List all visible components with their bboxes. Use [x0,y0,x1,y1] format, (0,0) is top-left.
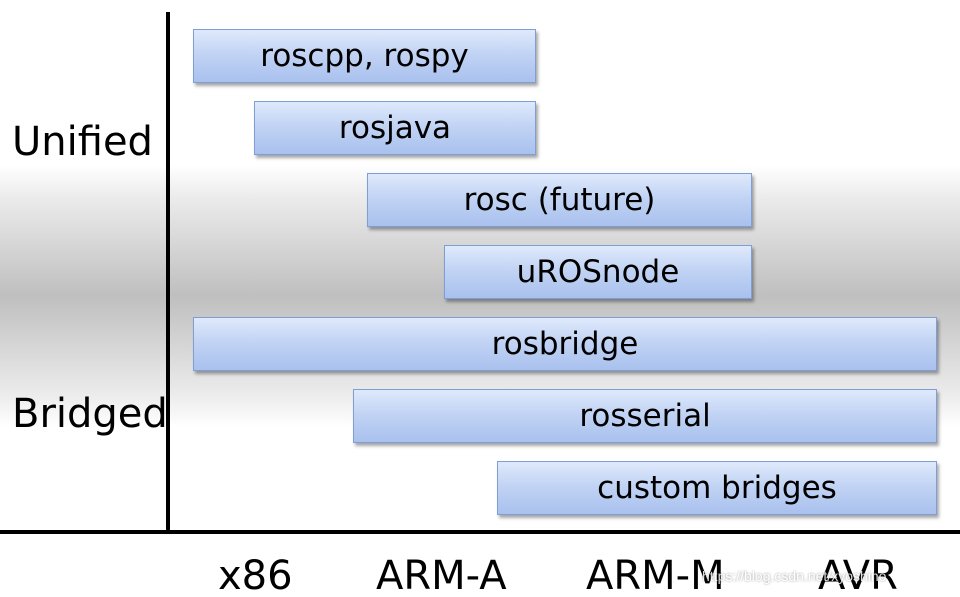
row-label-unified: Unified [12,119,153,165]
column-label-arm-m: ARM-M [586,553,725,597]
bar-rosbridge: rosbridge [193,317,937,371]
bar-custom-bridges: custom bridges [497,461,937,515]
watermark-text: https://blog.csdn.net/xyoshino [702,568,887,584]
horizontal-axis-line [0,530,960,534]
column-label-arm-a: ARM-A [376,553,507,597]
bar-rosserial: rosserial [353,389,937,443]
bar-rosjava: rosjava [254,101,536,155]
row-label-bridged: Bridged [12,391,168,437]
bar-urosnode: uROSnode [444,245,752,299]
vertical-axis-line [166,12,170,532]
column-label-avr: AVR [818,553,898,597]
bar-rosc: rosc (future) [367,173,752,227]
bar-roscpp-rospy: roscpp, rospy [193,29,536,83]
column-label-x86: x86 [218,553,293,597]
